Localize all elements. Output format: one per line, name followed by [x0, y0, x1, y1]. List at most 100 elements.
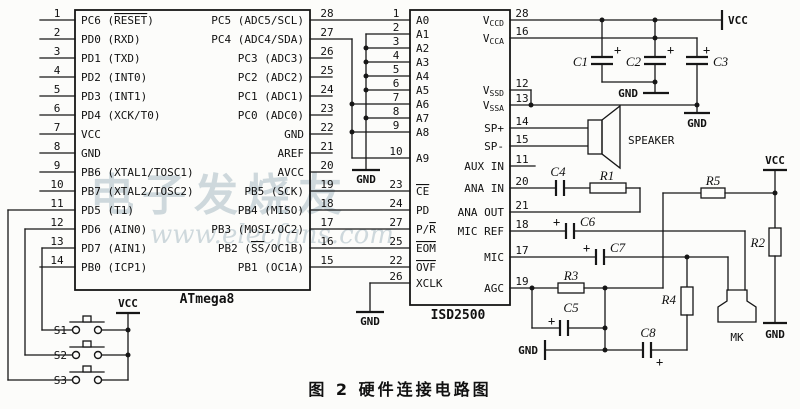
c4-capacitor: C4	[550, 164, 566, 196]
pin-label: A6	[416, 98, 429, 111]
pin-label: VCC	[81, 128, 101, 141]
atmega8-chip: ATmega8 1 2 3 4 5 6 7 8 9 10 11 12 13 14	[39, 7, 334, 307]
polarity-plus: +	[614, 43, 621, 57]
c7-capacitor: + C7	[583, 240, 626, 265]
polarity-plus: +	[553, 215, 560, 229]
pin-number: 28	[515, 7, 528, 20]
pin-number: 20	[515, 175, 528, 188]
address-bus-wires: GND	[309, 19, 411, 186]
gnd-label: GND	[765, 328, 785, 341]
vcc-label: VCC	[728, 14, 748, 27]
pin-number: 8	[54, 140, 61, 153]
pin-label: VSSA	[483, 99, 504, 113]
pin-label: AVCC	[278, 166, 305, 179]
pin-number: 27	[320, 26, 333, 39]
pin-label: PB5 (SCK)	[244, 185, 304, 198]
pin-label: MIC	[484, 251, 504, 264]
gnd-label: GND	[618, 87, 638, 100]
pin-number: 11	[515, 153, 528, 166]
c8-label: C8	[640, 325, 656, 340]
pin-number: 16	[515, 25, 528, 38]
pin-label: EOM	[416, 242, 436, 255]
speaker-section: SPEAKER	[509, 104, 675, 170]
c2-label: C2	[626, 54, 642, 69]
isd2500-right-pin-numbers: 28 16 12 13 14 15 11 20 21 18 17 19	[515, 7, 529, 288]
pin-number: 9	[393, 119, 400, 132]
pin-label: A7	[416, 112, 429, 125]
pin-label: GND	[81, 147, 101, 160]
gnd-label: GND	[356, 173, 376, 186]
pin-number: 2	[393, 21, 400, 34]
pin-label: PD7 (AIN1)	[81, 242, 147, 255]
r4-label: R4	[661, 292, 677, 307]
pin-label: AREF	[278, 147, 305, 160]
c5-label: C5	[563, 300, 579, 315]
r1-label: R1	[599, 168, 614, 183]
atmega8-body	[74, 9, 311, 291]
c7-label: C7	[610, 240, 626, 255]
pin-label: AGC	[484, 282, 504, 295]
r5-label: R5	[705, 173, 721, 188]
pin-label: A2	[416, 42, 429, 55]
pin-number: 21	[515, 199, 528, 212]
pin-label: PD0 (RXD)	[81, 33, 141, 46]
pin-number: 10	[50, 178, 63, 191]
gnd-label: GND	[518, 344, 538, 357]
isd2500-name: ISD2500	[431, 308, 486, 323]
pin-number: 25	[320, 64, 333, 77]
gnd-symbol-bottom-left: GND	[518, 340, 547, 360]
pin-number: 10	[389, 145, 402, 158]
c4-label: C4	[550, 164, 566, 179]
pin-number: 24	[389, 197, 403, 210]
pin-number: 15	[515, 133, 528, 146]
watermark-text-url: www.elecfans.com	[150, 220, 394, 250]
pin-label: A9	[416, 152, 429, 165]
pin-number: 5	[54, 83, 61, 96]
pin-number: 13	[515, 92, 528, 105]
r2-label: R2	[750, 235, 766, 250]
pin-number: 1	[393, 7, 400, 20]
r1-resistor: R1	[589, 168, 627, 194]
atmega8-name: ATmega8	[180, 292, 235, 307]
pin-label: PB6 (XTAL1/TOSC1)	[81, 166, 194, 179]
s3-label: S3	[54, 374, 67, 387]
pin-number: 3	[393, 35, 400, 48]
vcc-symbol-buttons: VCC	[116, 297, 140, 381]
c1-label: C1	[573, 54, 588, 69]
pin-number: 18	[320, 197, 333, 210]
c8-capacitor: C8 +	[640, 325, 688, 369]
c3-label: C3	[713, 54, 729, 69]
pin-number: 22	[320, 121, 333, 134]
pin-number: 2	[54, 26, 61, 39]
pin-label: PD3 (INT1)	[81, 90, 147, 103]
s2-switch: S2	[54, 340, 129, 362]
atmega8-left-pin-numbers: 1 2 3 4 5 6 7 8 9 10 11 12 13 14	[50, 7, 64, 267]
pin-label: A4	[416, 70, 430, 83]
gnd-symbol-address-bus: GND	[352, 168, 380, 186]
speaker-label: SPEAKER	[628, 134, 675, 147]
pin-label: PB1 (OC1A)	[238, 261, 304, 274]
pin-number: 12	[50, 216, 63, 229]
pin-label: A5	[416, 84, 429, 97]
pin-label: VSSD	[483, 84, 504, 98]
microphone-icon: MK	[717, 289, 757, 344]
pin-number: 23	[320, 102, 333, 115]
pin-number: 7	[54, 121, 61, 134]
c6-label: C6	[580, 214, 596, 229]
pin-label: PB4 (MISO)	[238, 204, 304, 217]
pin-number: 19	[515, 275, 528, 288]
s2-label: S2	[54, 349, 67, 362]
r3-resistor: R3	[557, 268, 585, 294]
vcc-label: VCC	[765, 154, 785, 167]
pin-label: PD1 (TXD)	[81, 52, 141, 65]
isd2500-left-pin-labels: A0 A1 A2 A3 A4 A5 A6 A7 A8 A9 CE PD P/R …	[416, 14, 443, 290]
polarity-plus: +	[667, 43, 674, 57]
isd2500-right-pin-labels: VCCD VCCA VSSD VSSA SP+ SP- AUX IN ANA I…	[458, 14, 505, 295]
atmega8-right-pin-numbers: 28 27 26 25 24 23 22 21 20 19 18 17 16 1…	[320, 7, 334, 267]
pin-label: SP+	[484, 122, 504, 135]
gnd-symbol-r2: GND	[763, 321, 787, 341]
s3-switch: S3	[54, 365, 129, 387]
pin-number: 28	[320, 7, 333, 20]
pin-number: 26	[389, 270, 402, 283]
